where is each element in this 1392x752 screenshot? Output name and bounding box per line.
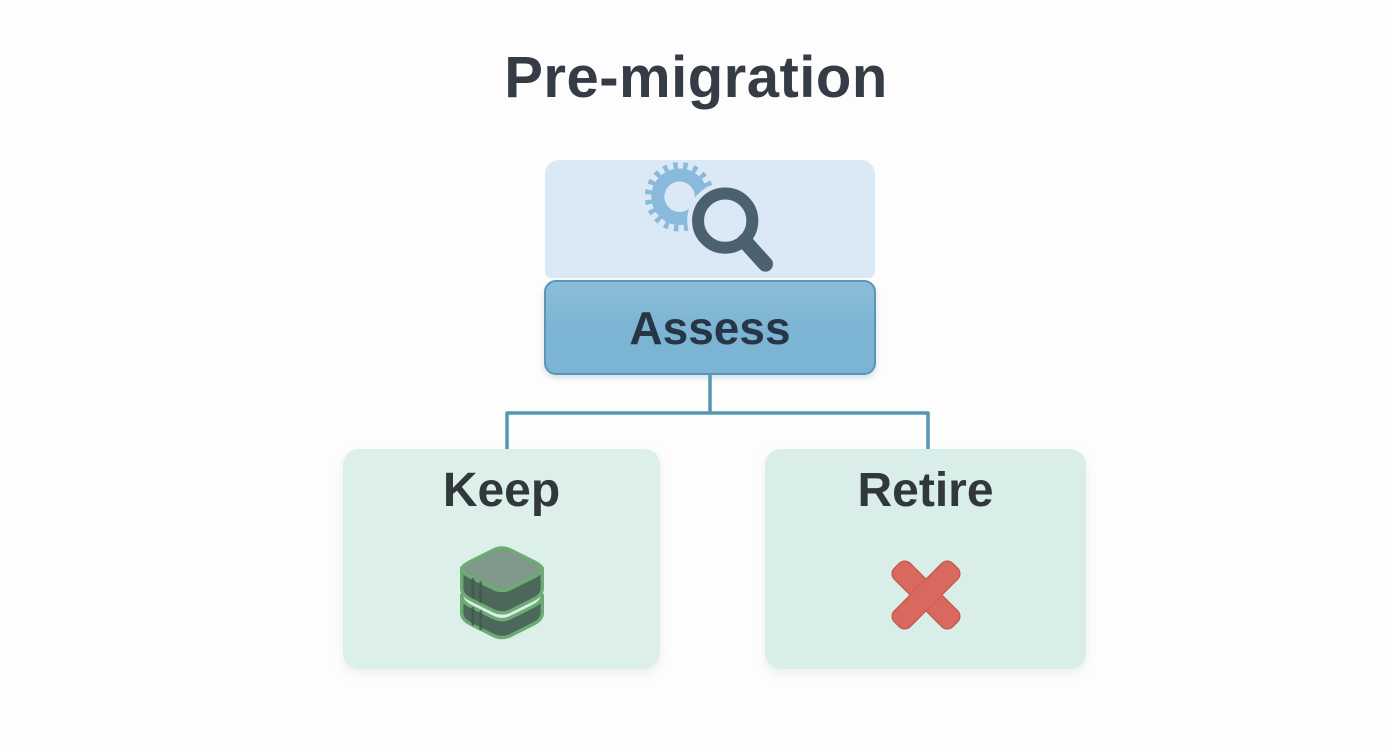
node-retire-label: Retire	[857, 464, 994, 517]
database-icon	[459, 545, 544, 639]
retire-icon-slot	[883, 536, 969, 654]
node-assess: Assess	[544, 280, 876, 375]
node-retire: Retire	[765, 449, 1086, 669]
node-keep: Keep	[343, 449, 660, 669]
cross-icon	[890, 560, 961, 630]
node-keep-label: Keep	[442, 464, 561, 517]
assess-icon-panel	[545, 160, 875, 278]
magnifier-icon	[692, 187, 773, 272]
page-title: Pre-migration	[504, 45, 888, 110]
node-assess-label: Assess	[629, 301, 791, 354]
keep-icon-slot	[444, 536, 560, 654]
gear-magnifier-icon	[644, 162, 780, 276]
